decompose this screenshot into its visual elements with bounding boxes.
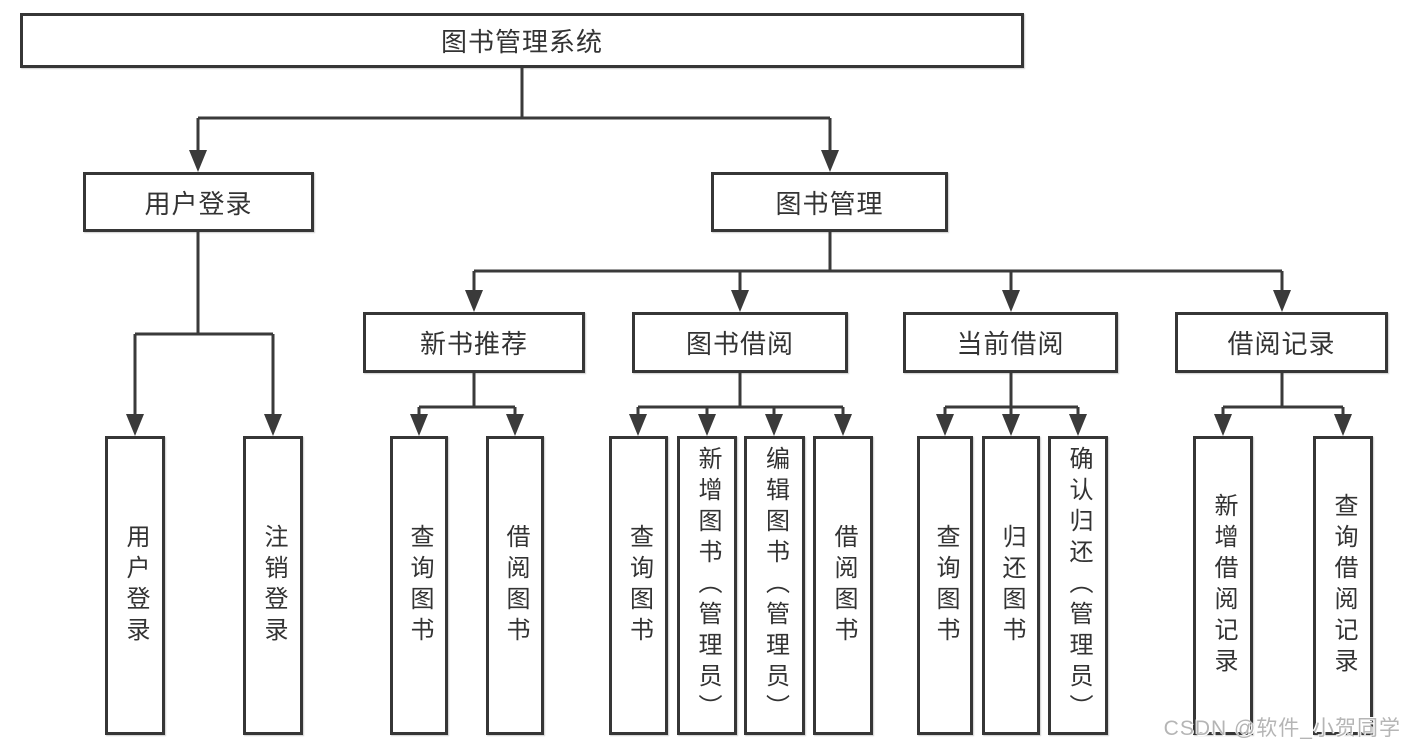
node-book-management-label: 图书管理: [775, 188, 884, 219]
leaf-logout-label: 注销登录: [260, 523, 287, 648]
leaf-borrow-books-recommend: 借阅图书: [486, 436, 544, 735]
leaf-borrow-books-borrowing: 借阅图书: [813, 436, 873, 735]
node-new-book-recommendation-label: 新书推荐: [419, 329, 528, 359]
leaf-user-login-label: 用户登录: [122, 523, 149, 648]
leaf-query-books-recommend: 查询图书: [390, 436, 448, 735]
leaf-user-login: 用户登录: [105, 436, 165, 735]
leaf-query-books-recommend-label: 查询图书: [406, 523, 433, 648]
node-borrowing-records-label: 借阅记录: [1227, 329, 1336, 359]
leaf-query-borrow-record-label: 查询借阅记录: [1330, 492, 1357, 679]
leaf-add-book-admin: 新增图书（管理员）: [677, 436, 737, 735]
arrow-down-icon: [126, 150, 1352, 436]
node-user-login-label: 用户登录: [144, 188, 253, 219]
node-new-book-recommendation: 新书推荐: [363, 312, 585, 373]
leaf-query-books-borrowing: 查询图书: [609, 436, 668, 735]
node-borrowing-records: 借阅记录: [1175, 312, 1388, 373]
leaf-borrow-books-recommend-label: 借阅图书: [502, 523, 529, 648]
node-current-borrowing-label: 当前借阅: [956, 329, 1065, 359]
leaf-edit-book-admin: 编辑图书（管理员）: [744, 436, 805, 735]
leaf-query-borrow-record: 查询借阅记录: [1313, 436, 1373, 735]
leaf-borrow-books-borrowing-label: 借阅图书: [830, 523, 857, 648]
leaf-confirm-return-admin-label: 确认归还（管理员）: [1065, 446, 1092, 725]
node-user-login: 用户登录: [83, 172, 314, 232]
leaf-edit-book-admin-label: 编辑图书（管理员）: [761, 446, 789, 725]
leaf-add-borrow-record-label: 新增借阅记录: [1210, 492, 1237, 679]
leaf-return-books-label: 归还图书: [998, 523, 1025, 648]
leaf-query-books-current-label: 查询图书: [932, 523, 959, 648]
leaf-add-borrow-record: 新增借阅记录: [1193, 436, 1253, 735]
leaf-confirm-return-admin: 确认归还（管理员）: [1048, 436, 1108, 735]
leaf-logout: 注销登录: [243, 436, 303, 735]
leaf-add-book-admin-label: 新增图书（管理员）: [694, 446, 721, 725]
tree-connector-lines: [133, 68, 1345, 432]
node-current-borrowing: 当前借阅: [903, 312, 1118, 373]
node-library-management-system: 图书管理系统: [20, 13, 1024, 68]
node-book-borrowing-label: 图书借阅: [685, 329, 794, 359]
node-book-borrowing: 图书借阅: [632, 312, 848, 373]
leaf-query-books-borrowing-label: 查询图书: [625, 523, 653, 648]
leaf-return-books: 归还图书: [982, 436, 1040, 735]
node-library-management-system-label: 图书管理系统: [440, 27, 603, 57]
node-book-management: 图书管理: [711, 172, 948, 232]
leaf-query-books-current: 查询图书: [917, 436, 973, 735]
